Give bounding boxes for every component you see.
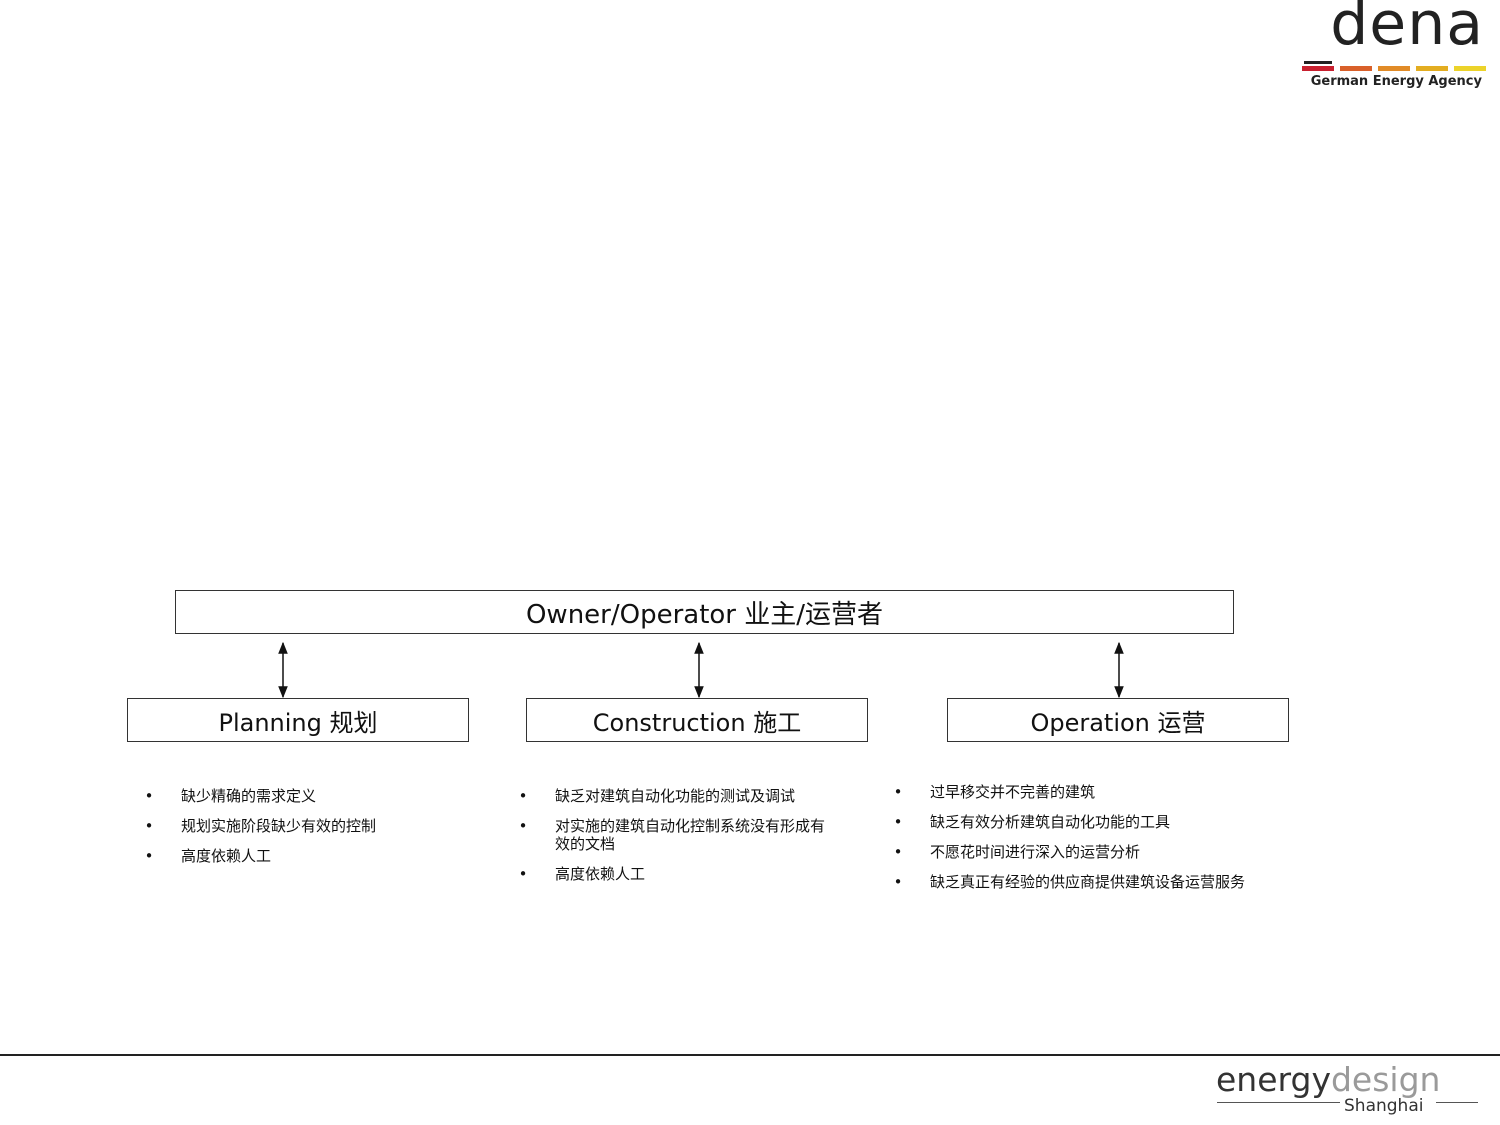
owner-operator-box: Owner/Operator 业主/运营者: [175, 590, 1234, 634]
list-item-text: 过早移交并不完善的建筑: [930, 783, 1096, 801]
energydesign-logo-word: energydesign: [1216, 1060, 1440, 1100]
operation-label: Operation 运营: [1030, 708, 1206, 737]
dena-color-bar: [1416, 66, 1448, 71]
dena-color-bar: [1302, 66, 1334, 71]
list-item: • 缺乏有效分析建筑自动化功能的工具: [893, 813, 1283, 831]
construction-label: Construction 施工: [592, 708, 802, 737]
list-item: • 缺少精确的需求定义: [144, 787, 444, 805]
construction-box: Construction 施工: [526, 698, 868, 742]
bullet-icon: •: [144, 787, 154, 805]
bullet-icon: •: [893, 813, 903, 831]
dena-color-bar: [1378, 66, 1410, 71]
operation-issues-list: • 过早移交并不完善的建筑 • 缺乏有效分析建筑自动化功能的工具 • 不愿花时间…: [893, 783, 1283, 903]
construction-issues-list: • 缺乏对建筑自动化功能的测试及调试 • 对实施的建筑自动化控制系统没有形成有效…: [518, 787, 838, 895]
energydesign-logo-dark-part: energy: [1216, 1060, 1331, 1099]
owner-operator-label: Owner/Operator 业主/运营者: [525, 599, 884, 630]
bullet-icon: •: [893, 873, 903, 891]
operation-box: Operation 运营: [947, 698, 1289, 742]
energydesign-logo-city: Shanghai: [1344, 1096, 1424, 1116]
dena-logo-underscore: [1304, 61, 1332, 64]
list-item-text: 对实施的建筑自动化控制系统没有形成有效的文档: [555, 817, 826, 853]
list-item-text: 缺乏真正有经验的供应商提供建筑设备运营服务: [930, 873, 1246, 891]
bullet-icon: •: [893, 843, 903, 861]
dena-logo-tagline: German Energy Agency: [1310, 74, 1482, 89]
list-item: • 对实施的建筑自动化控制系统没有形成有效的文档: [518, 817, 838, 853]
energydesign-logo: energydesign Shanghai: [1214, 1060, 1480, 1120]
energydesign-logo-rule: [1436, 1102, 1478, 1103]
list-item-text: 高度依赖人工: [555, 865, 646, 883]
list-item: • 高度依赖人工: [144, 847, 444, 865]
list-item-text: 规划实施阶段缺少有效的控制: [181, 817, 377, 835]
list-item-text: 缺乏有效分析建筑自动化功能的工具: [930, 813, 1171, 831]
dena-logo-color-bars: [1302, 66, 1486, 71]
list-item-text: 不愿花时间进行深入的运营分析: [930, 843, 1141, 861]
dena-logo-word: dena: [1330, 0, 1484, 59]
list-item-text: 高度依赖人工: [181, 847, 272, 865]
dena-color-bar: [1454, 66, 1486, 71]
energydesign-logo-light-part: design: [1330, 1060, 1441, 1099]
list-item: • 缺乏对建筑自动化功能的测试及调试: [518, 787, 838, 805]
list-item: • 高度依赖人工: [518, 865, 838, 883]
bullet-icon: •: [518, 865, 528, 883]
list-item: • 不愿花时间进行深入的运营分析: [893, 843, 1283, 861]
bullet-icon: •: [144, 817, 154, 835]
footer-divider: [0, 1054, 1500, 1056]
bullet-icon: •: [518, 787, 528, 805]
list-item: • 缺乏真正有经验的供应商提供建筑设备运营服务: [893, 873, 1283, 891]
planning-box: Planning 规划: [127, 698, 469, 742]
planning-label: Planning 规划: [218, 708, 378, 737]
list-item-text: 缺少精确的需求定义: [181, 787, 317, 805]
planning-issues-list: • 缺少精确的需求定义 • 规划实施阶段缺少有效的控制 • 高度依赖人工: [144, 787, 444, 877]
bullet-icon: •: [893, 783, 903, 801]
bullet-icon: •: [144, 847, 154, 865]
list-item: • 规划实施阶段缺少有效的控制: [144, 817, 444, 835]
energydesign-logo-rule: [1217, 1102, 1340, 1103]
bullet-icon: •: [518, 817, 528, 835]
list-item: • 过早移交并不完善的建筑: [893, 783, 1283, 801]
list-item-text: 缺乏对建筑自动化功能的测试及调试: [555, 787, 796, 805]
dena-color-bar: [1340, 66, 1372, 71]
dena-logo: dena German Energy Agency: [1300, 0, 1486, 92]
